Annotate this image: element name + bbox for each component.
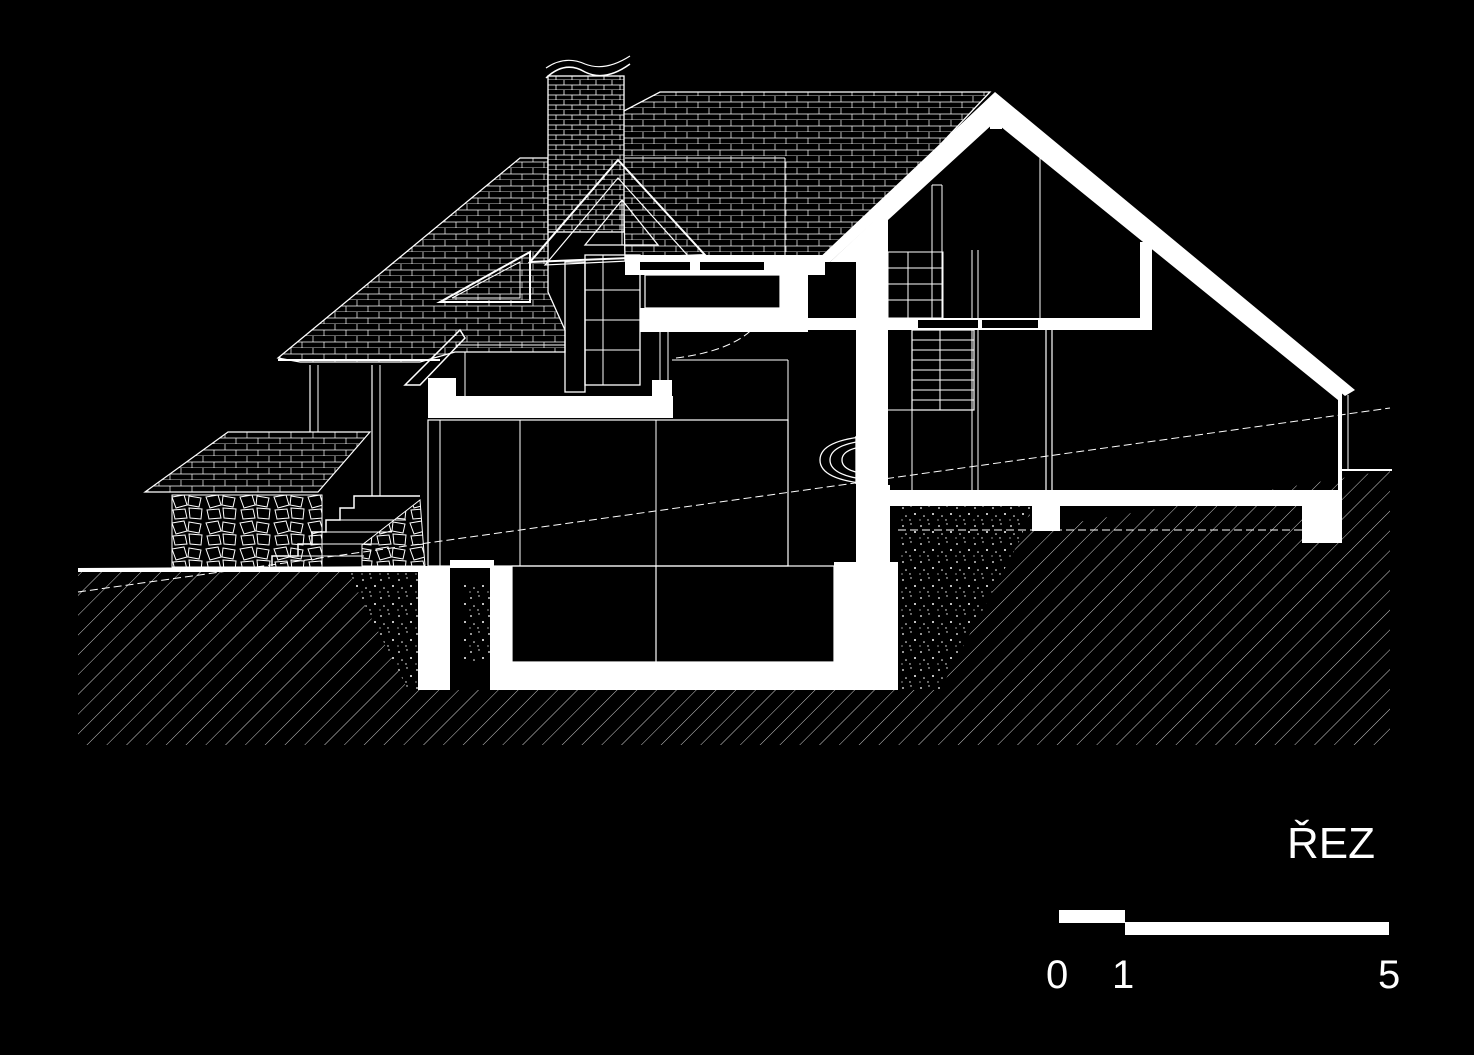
bay-window bbox=[819, 435, 871, 485]
right-gable bbox=[815, 92, 1392, 490]
terrain-lines bbox=[77, 319, 1391, 593]
scale-label-1: 1 bbox=[1112, 953, 1135, 997]
drawing-title: ŘEZ bbox=[1287, 819, 1375, 868]
middle-block bbox=[403, 242, 1148, 567]
basement-walls bbox=[418, 380, 1342, 690]
ground bbox=[78, 470, 1390, 745]
upper-roof bbox=[545, 55, 992, 261]
left-roof bbox=[276, 157, 566, 363]
porch bbox=[143, 365, 426, 568]
scale-label-5: 5 bbox=[1378, 953, 1401, 997]
scale-bar bbox=[1059, 910, 1389, 935]
basement-window bbox=[464, 565, 835, 663]
scale-label-0: 0 bbox=[1046, 953, 1069, 997]
